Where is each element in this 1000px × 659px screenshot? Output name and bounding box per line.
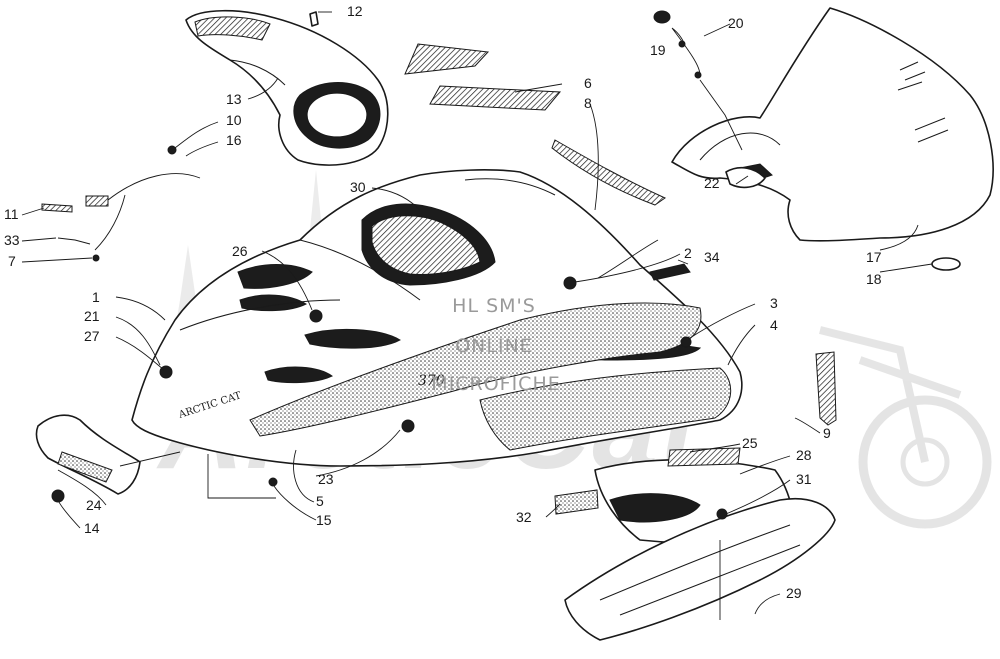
callout-22: 22 (704, 175, 720, 191)
callout-2: 2 (684, 245, 692, 261)
watermark-line-3: MICROFICHE (431, 373, 561, 395)
belly-pan (564, 497, 836, 641)
callout-30: 30 (350, 179, 366, 195)
callout-11: 11 (4, 206, 19, 222)
callout-8: 8 (584, 95, 592, 111)
callout-16: 16 (226, 132, 242, 148)
side-strip (815, 351, 837, 426)
watermark-text: HL SM'S ONLINE MICROFICHE (431, 295, 561, 395)
windshield (671, 7, 994, 242)
leader-lines (21, 11, 933, 620)
callout-26: 26 (232, 243, 248, 259)
callout-5: 5 (316, 493, 324, 509)
callout-20: 20 (728, 15, 744, 31)
watermark-line-2: ONLINE (455, 335, 533, 357)
callout-4: 4 (770, 317, 778, 333)
callout-18: 18 (866, 271, 882, 287)
cable-hardware (41, 145, 201, 262)
callout-34: 34 (704, 249, 720, 265)
main-hood: ARCTIC CAT 370 (131, 169, 743, 467)
callout-21: 21 (84, 308, 100, 324)
callout-29: 29 (786, 585, 802, 601)
callout-25: 25 (742, 435, 758, 451)
callout-7: 7 (8, 253, 16, 269)
callout-3: 3 (770, 295, 778, 311)
callout-24: 24 (86, 497, 102, 513)
callout-13: 13 (226, 91, 242, 107)
callout-9: 9 (823, 425, 831, 441)
callout-14: 14 (84, 520, 100, 536)
watermark-line-1: HL SM'S (452, 295, 536, 317)
callout-15: 15 (316, 512, 332, 528)
callout-1: 1 (92, 289, 100, 305)
callout-33: 33 (4, 232, 20, 248)
callout-19: 19 (650, 42, 666, 58)
callout-12: 12 (347, 3, 363, 19)
callout-6: 6 (584, 75, 592, 91)
watermark-wheel-hub (900, 437, 950, 487)
callout-10: 10 (226, 112, 242, 128)
watermark-wheel-front (858, 395, 992, 529)
callout-23: 23 (318, 471, 334, 487)
console-shroud (185, 9, 389, 166)
watermark-moto-frame (819, 326, 962, 463)
callout-labels: 1 2 3 4 5 6 7 8 9 10 11 12 13 14 15 16 1… (4, 3, 882, 601)
callout-31: 31 (796, 471, 812, 487)
side-panel-left (35, 414, 141, 495)
grille-decal (404, 43, 667, 206)
model-badge-decal: 370 (418, 373, 445, 389)
callout-28: 28 (796, 447, 812, 463)
callout-17: 17 (866, 249, 882, 265)
callout-32: 32 (516, 509, 532, 525)
callout-27: 27 (84, 328, 100, 344)
